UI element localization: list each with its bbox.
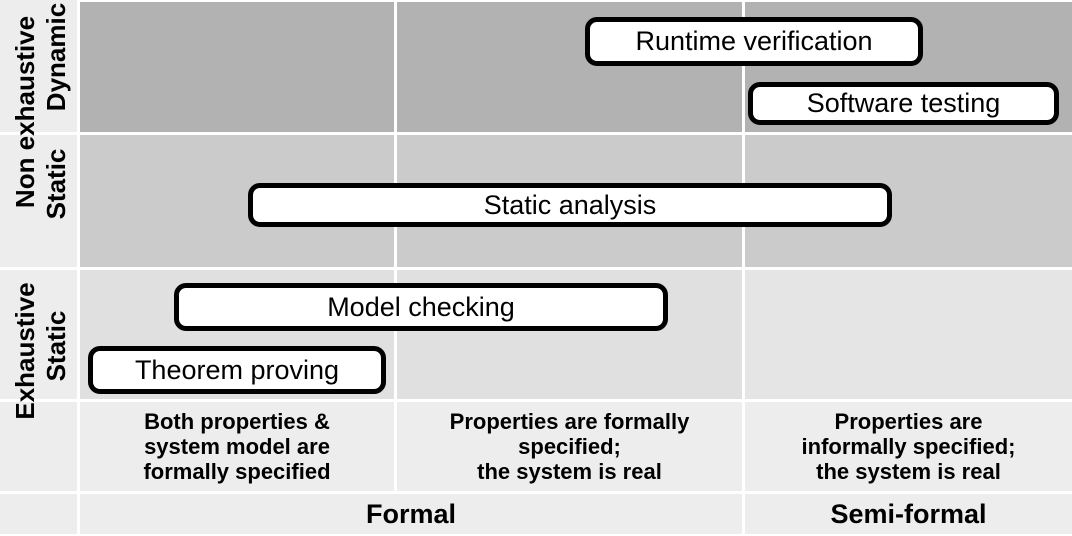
gridline-horizontal-row1-row2 <box>0 132 1072 135</box>
description-line: system model are <box>144 434 330 459</box>
description-line: Properties are <box>834 409 983 434</box>
description-line: formally specified <box>143 459 331 484</box>
description-line: Both properties & <box>144 409 330 434</box>
row-label-dynamic: Dynamic <box>41 2 71 112</box>
gridline-vertical-col1-col2 <box>394 0 397 491</box>
description-line: the system is real <box>477 459 662 484</box>
row-label-static-non-exhaustive: Static <box>41 148 71 220</box>
row-group-label-exhaustive: Exhaustive <box>10 282 40 420</box>
column-description-properties-formal-system-real: Properties are formally specified; the s… <box>397 402 742 491</box>
technique-box-static-analysis: Static analysis <box>248 183 892 227</box>
footer-label-formal: Formal <box>365 498 457 529</box>
row-label-static-exhaustive: Static <box>41 310 71 382</box>
technique-box-software-testing: Software testing <box>748 82 1059 125</box>
gridline-horizontal-row3-descriptions <box>0 399 1072 402</box>
footer-label-semi-formal: Semi-formal <box>830 498 987 529</box>
row-group-label-non-exhaustive: Non exhaustive <box>10 15 40 209</box>
row-exhaustive-semiformal-background <box>745 270 1072 399</box>
technique-box-runtime-verification: Runtime verification <box>585 17 923 66</box>
column-descriptions-row-background <box>80 402 1072 491</box>
gridline-horizontal-row2-row3 <box>0 267 1072 270</box>
technique-box-model-checking: Model checking <box>174 283 668 331</box>
column-description-formal-specified: Both properties & system model are forma… <box>80 402 394 491</box>
column-description-properties-informal-system-real: Properties are informally specified; the… <box>745 402 1072 491</box>
description-line: Properties are formally <box>449 409 690 434</box>
description-line: specified; <box>518 434 621 459</box>
description-line: informally specified; <box>801 434 1016 459</box>
footer-row-background <box>80 494 1072 534</box>
description-line: the system is real <box>816 459 1001 484</box>
gridline-horizontal-descriptions-footer <box>0 491 1072 494</box>
technique-box-theorem-proving: Theorem proving <box>88 346 386 394</box>
